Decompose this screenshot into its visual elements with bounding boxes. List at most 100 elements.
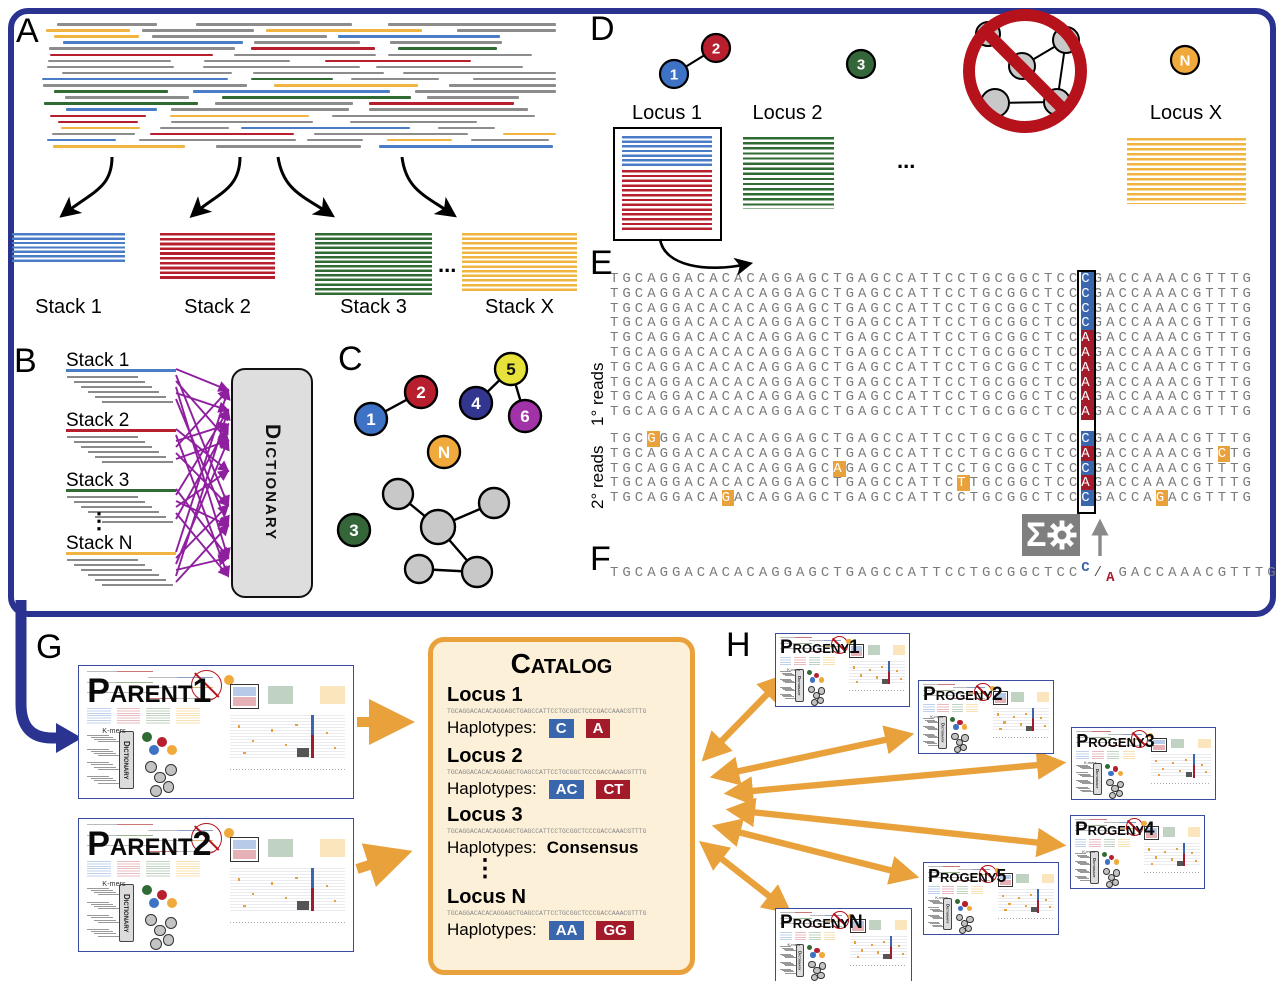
read-segment: [49, 114, 147, 118]
mini-kmer: [928, 907, 939, 909]
mini-error-dot: [243, 751, 246, 754]
mini-error-dot: [295, 724, 298, 727]
mini-read: [1092, 736, 1111, 738]
mini-read: [928, 871, 946, 873]
locus-node-label-3: 3: [857, 56, 865, 73]
mini-kmer: [783, 673, 795, 675]
mini-prohibition-icon: [1130, 730, 1149, 748]
mini-kmer: [781, 695, 793, 697]
mini-dictionary: Dictionary: [1092, 762, 1102, 796]
mini-read: [117, 845, 153, 847]
read-segment: [170, 114, 309, 118]
mini-locus1-blue: [994, 693, 1006, 698]
mini-node: [819, 952, 825, 958]
parent2-title: Parent2: [87, 824, 212, 863]
mini-kmer: [87, 748, 110, 750]
kmer-match-line: [175, 524, 230, 583]
mini-error-dot: [882, 940, 885, 943]
mini-consensus-row: [850, 965, 907, 967]
read-segment: [151, 35, 327, 38]
mini-node: [142, 885, 152, 895]
read-segment: [389, 41, 503, 44]
read-segment: [170, 120, 314, 124]
mini-read: [809, 645, 827, 647]
mini-read: [117, 824, 153, 826]
mini-error-dot: [1012, 715, 1015, 718]
mini-error-dot: [1044, 898, 1047, 901]
mini-kmer: [781, 970, 793, 972]
mini-kmer: [1080, 774, 1092, 776]
sigma-icon: Σ: [1026, 516, 1047, 554]
mini-stack: [971, 885, 983, 895]
mini-locus1-blue: [999, 874, 1011, 880]
mini-kmer: [926, 720, 938, 722]
mini-kmer: [785, 972, 797, 974]
kmer-stack-line: [66, 552, 176, 556]
gear-tooth: [1050, 539, 1059, 547]
progeny1-title: Progeny1: [779, 637, 860, 659]
mini-error-dot: [877, 951, 880, 954]
mini-node: [962, 901, 968, 907]
kmer-line: [88, 391, 159, 393]
read-segment: [43, 102, 199, 105]
mini-stack: [808, 657, 821, 666]
haplotypes-label: Haplotypes:: [447, 838, 537, 857]
mini-dictionary-label: Dictionary: [797, 950, 803, 971]
read-segment: [138, 138, 296, 142]
mini-kmer: [90, 931, 113, 933]
mini-gray-node: [1102, 867, 1111, 876]
mini-node: [148, 898, 159, 909]
mini-locus1-blue: [852, 921, 864, 926]
mini-kmer: [90, 917, 113, 919]
mini-kmer: [781, 672, 793, 674]
mini-snp-column: [310, 867, 315, 912]
mini-kmers-label: K-mers: [102, 879, 126, 889]
mini-read: [1089, 830, 1107, 832]
mini-node: [166, 898, 177, 909]
mini-read: [794, 648, 812, 650]
read-segment: [266, 29, 423, 32]
mini-node: [142, 732, 152, 742]
mini-error-dot: [284, 743, 287, 747]
mini-kmer: [929, 923, 941, 925]
mini-kmer: [924, 742, 936, 744]
mini-alignment-grid: [997, 889, 1054, 913]
mini-kmer: [1080, 767, 1092, 769]
mini-error-dot: [251, 739, 254, 743]
mini-kmer: [1078, 870, 1090, 872]
mini-node: [810, 952, 816, 958]
allele-a: A: [1106, 570, 1119, 586]
mini-sigma-icon: [1030, 907, 1037, 912]
kmer-stack-line: [66, 489, 176, 493]
kmer-line: [67, 496, 138, 498]
mini-kmer: [1076, 877, 1088, 879]
catalog-locus-name: Locus 2: [447, 745, 523, 767]
haplotype-badge: CT: [596, 780, 631, 799]
mini-kmer: [97, 907, 120, 909]
mini-error-dot: [1008, 902, 1011, 905]
mini-kmer: [783, 681, 795, 683]
mini-kmer: [924, 734, 936, 736]
mini-error-dot: [1164, 850, 1167, 853]
panel-f-label: F: [590, 540, 611, 578]
mini-kmer: [1078, 863, 1090, 865]
mini-kmer: [94, 905, 117, 907]
mini-node: [1112, 766, 1119, 772]
mini-stack: [951, 704, 964, 713]
mini-dictionary-label: Dictionary: [1092, 857, 1098, 878]
gray-node: [403, 553, 435, 585]
mini-kmers-label: K-mers: [1082, 848, 1096, 854]
mini-kmer: [923, 718, 934, 720]
merge-algorithm-icon: Σ: [1022, 514, 1080, 556]
read-segment: [48, 59, 172, 63]
kmer-stack-label: Stack 1: [66, 350, 130, 371]
locus-1-red-reads: [622, 170, 712, 232]
mini-error-dot: [999, 727, 1002, 730]
mini-alignment-grid: [850, 935, 907, 960]
mini-gray-node: [162, 933, 175, 946]
read-segment: [449, 84, 556, 87]
mini-locus2: [869, 920, 882, 930]
mini-error-dot: [1184, 759, 1188, 762]
